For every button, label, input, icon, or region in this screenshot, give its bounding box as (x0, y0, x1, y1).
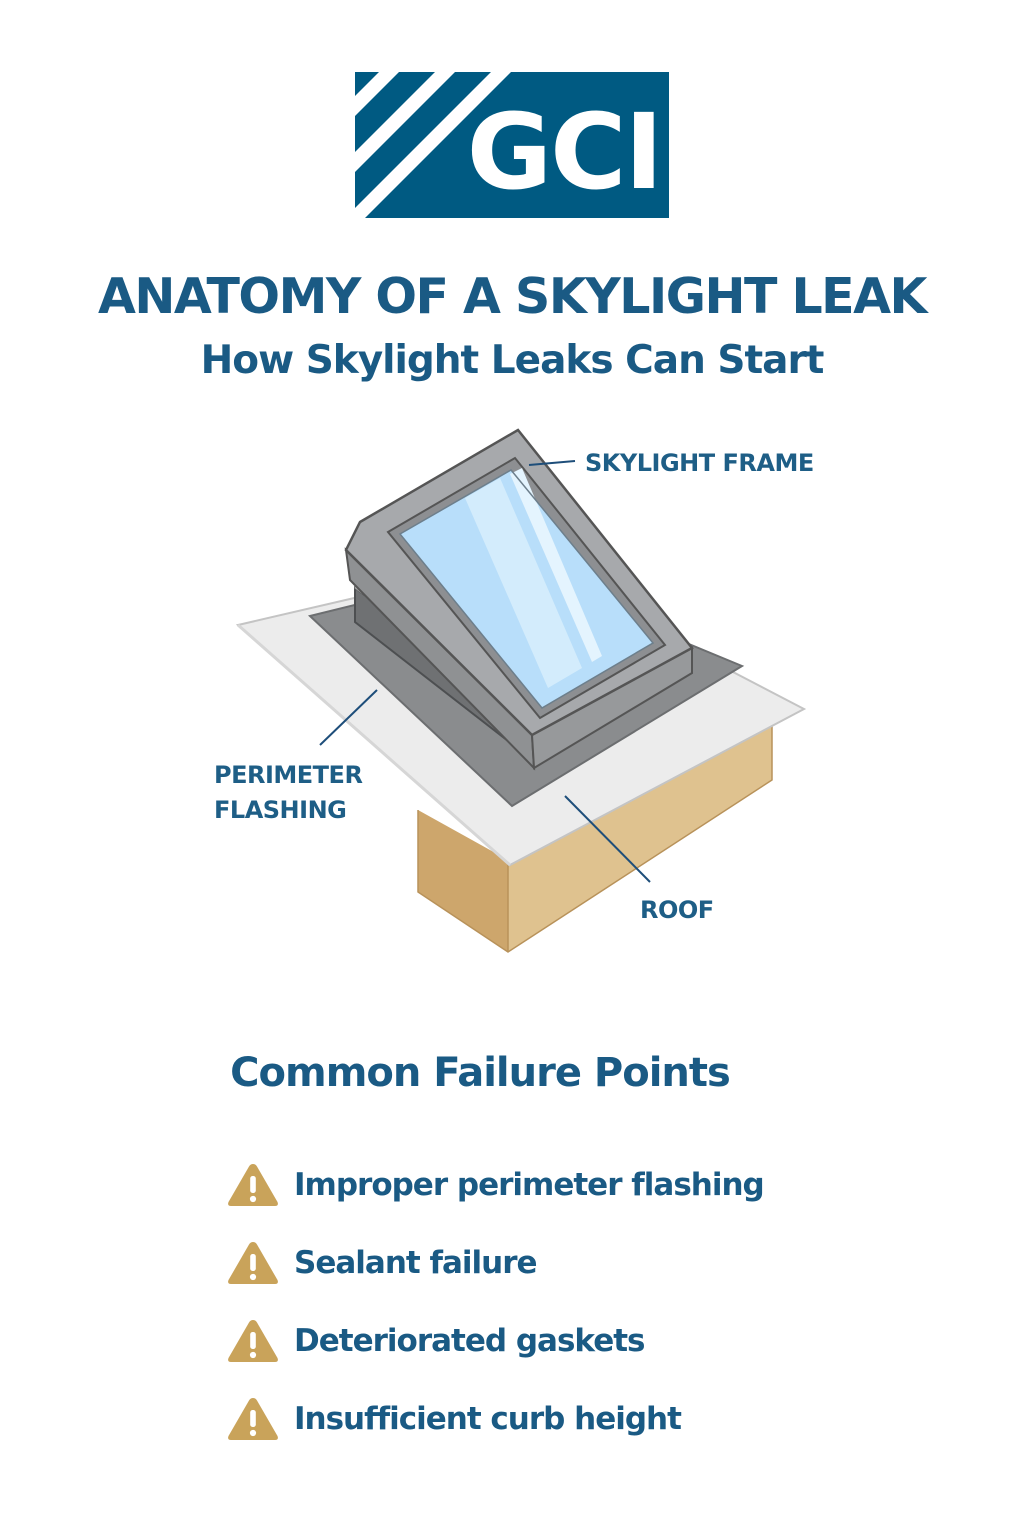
skylight-glass (398, 468, 655, 709)
list-item: Insufficient curb height (226, 1380, 926, 1458)
list-item: Deteriorated gaskets (226, 1302, 926, 1380)
failure-text: Sealant failure (294, 1245, 538, 1281)
callout-skylight-frame: SKYLIGHT FRAME (585, 449, 814, 477)
callout-perimeter-flashing: PERIMETER FLASHING (214, 761, 363, 824)
wood-box (417, 720, 773, 953)
callout-roof: ROOF (640, 896, 714, 924)
page-subtitle: How Skylight Leaks Can Start (200, 338, 825, 383)
leader-perimeter-flashing (319, 689, 378, 746)
logo-background (355, 72, 669, 218)
logo-text: GCI (467, 91, 661, 213)
failure-text: Deteriorated gaskets (294, 1323, 645, 1359)
list-item: Sealant failure (226, 1224, 926, 1302)
leader-skylight-frame (528, 460, 576, 466)
warning-icon (228, 1164, 278, 1206)
page-title: ANATOMY OF A SKYLIGHT LEAK (97, 268, 928, 325)
warning-icon (228, 1320, 278, 1362)
failure-text: Improper perimeter flashing (294, 1167, 765, 1203)
failure-points-list: Improper perimeter flashing Sealant fail… (226, 1146, 926, 1458)
skylight-diagram (235, 428, 807, 953)
failure-text: Insufficient curb height (294, 1401, 682, 1437)
logo-stripes (355, 72, 511, 218)
leader-roof (564, 795, 651, 883)
failure-points-heading: Common Failure Points (230, 1050, 731, 1096)
list-item: Improper perimeter flashing (226, 1146, 926, 1224)
warning-icon (228, 1242, 278, 1284)
warning-icon (228, 1398, 278, 1440)
gci-logo: GCI (355, 72, 669, 218)
